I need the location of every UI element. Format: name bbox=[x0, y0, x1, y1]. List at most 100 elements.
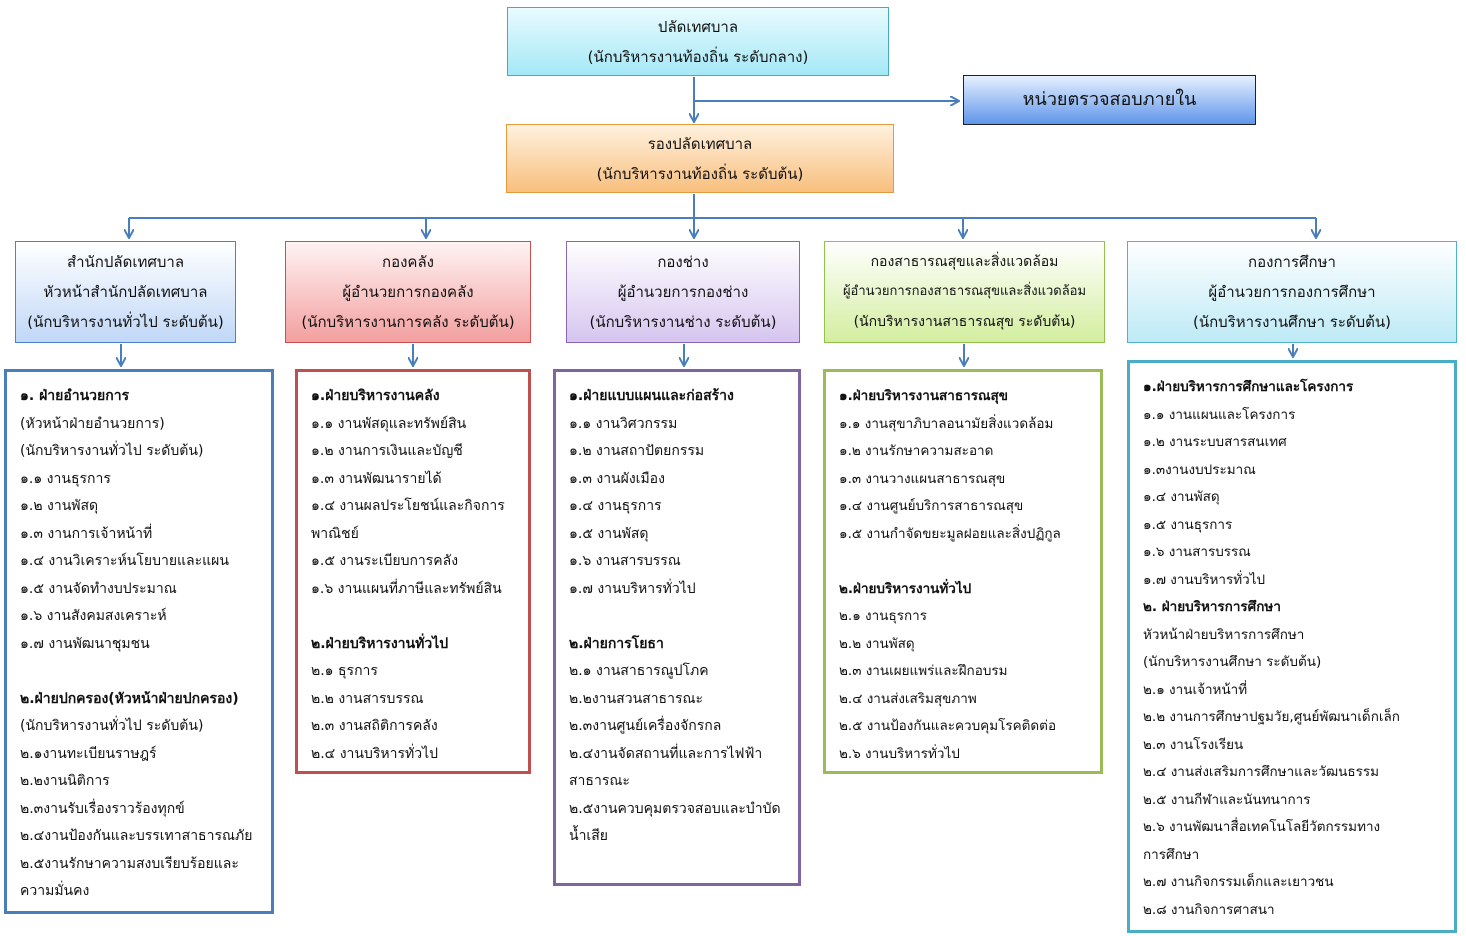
section-heading: ๑.ฝ่ายบริหารการศึกษาและโครงการ bbox=[1143, 379, 1354, 395]
duty-item: ๑.๓ งานผังเมือง bbox=[569, 470, 665, 487]
duty-item: ๑.๕ งานพัสดุ bbox=[569, 525, 649, 542]
deputy-clerk-level: (นักบริหารงานท้องถิ่น ระดับต้น) bbox=[596, 164, 804, 183]
duty-item bbox=[311, 603, 528, 631]
dept-finance: กองคลัง ผู้อำนวยการกองคลัง (นักบริหารงาน… bbox=[285, 241, 531, 343]
duty-item: ๒.๓งานรับเรื่องราวร้องทุกข์ bbox=[20, 800, 185, 817]
internal-audit-box: หน่วยตรวจสอบภายใน bbox=[963, 75, 1256, 125]
duty-item: ๑.๑ งานวิศวกรรม bbox=[569, 415, 678, 432]
duty-item: ๑.๓ งานการเจ้าหน้าที่ bbox=[20, 525, 153, 542]
duty-item: (หัวหน้าฝ่ายอำนวยการ) bbox=[20, 415, 165, 432]
duty-item: ๒.๒ งานการศึกษาปฐมวัย,ศูนย์พัฒนาเด็กเล็ก bbox=[1143, 709, 1400, 725]
duty-item: ๑.๖ งานสารบรรณ bbox=[1143, 544, 1251, 560]
duty-item: (นักบริหารงานศึกษา ระดับต้น) bbox=[1143, 654, 1322, 670]
duty-item: ๒.๑งานทะเบียนราษฎร์ bbox=[20, 745, 157, 762]
duty-item: ๑.๓งานงบประมาณ bbox=[1143, 461, 1256, 478]
municipal-clerk-level: (นักบริหารงานท้องถิ่น ระดับกลาง) bbox=[587, 47, 809, 66]
duty-item: ๑.๒ งานสถาปัตยกรรม bbox=[569, 443, 705, 459]
dept-head: ผู้อำนวยการกองการศึกษา bbox=[1208, 283, 1376, 301]
duty-item: ๒.๔ งานบริหารทั่วไป bbox=[311, 745, 439, 762]
duty-item: ๒.๑ งานเจ้าหน้าที่ bbox=[1143, 681, 1248, 698]
duty-item: ๒.๓งานศูนย์เครื่องจักรกล bbox=[569, 718, 722, 734]
duty-item: ความมั่นคง bbox=[20, 883, 90, 899]
dept-head: ผู้อำนวยการกองคลัง bbox=[342, 283, 474, 301]
duty-item: (นักบริหารงานทั่วไป ระดับต้น) bbox=[20, 718, 204, 734]
dept-public-health: กองสาธารณสุขและสิ่งแวดล้อม ผู้อำนวยการกอ… bbox=[824, 241, 1105, 343]
deputy-clerk-title: รองปลัดเทศบาล bbox=[647, 134, 753, 153]
duty-item: ๑.๗ งานบริหารทั่วไป bbox=[569, 580, 696, 597]
duty-item: ๑.๒ งานพัสดุ bbox=[20, 498, 99, 514]
internal-audit-label: หน่วยตรวจสอบภายใน bbox=[1022, 89, 1197, 110]
duty-item: ๑.๔ งานวิเคราะห์นโยบายและแผน bbox=[20, 553, 229, 569]
duties-list-education: ๑.ฝ่ายบริหารการศึกษาและโครงการ๑.๑ งานแผน… bbox=[1127, 360, 1457, 933]
duty-item: ๒.๒ งานพัสดุ bbox=[839, 635, 915, 652]
section-heading: ๒.ฝ่ายปกครอง(หัวหน้าฝ่ายปกครอง) bbox=[20, 690, 239, 707]
duty-item: ๑.๓ งานพัฒนารายได้ bbox=[311, 470, 442, 487]
duty-item: น้ำเสีย bbox=[569, 828, 608, 844]
dept-name: กองช่าง bbox=[657, 253, 709, 271]
duty-item: ๒.๕งานควบคุมตรวจสอบและบำบัด bbox=[569, 800, 781, 817]
duty-item: พาณิชย์ bbox=[311, 525, 359, 542]
dept-level: (นักบริหารงานสาธารณสุข ระดับต้น) bbox=[853, 314, 1076, 330]
duty-item: ๒.๑ งานธุรการ bbox=[839, 608, 927, 624]
dept-level: (นักบริหารงานทั่วไป ระดับต้น) bbox=[27, 313, 224, 331]
duty-item: ๑.๗ งานบริหารทั่วไป bbox=[1143, 571, 1266, 588]
dept-level: (นักบริหารงานช่าง ระดับต้น) bbox=[589, 313, 777, 331]
dept-name: กองสาธารณสุขและสิ่งแวดล้อม bbox=[870, 254, 1059, 270]
duties-list-finance: ๑.ฝ่ายบริหารงานคลัง๑.๑ งานพัสดุและทรัพย์… bbox=[295, 369, 531, 774]
duty-item: (นักบริหารงานทั่วไป ระดับต้น) bbox=[20, 443, 204, 459]
duty-item: ๒.๕ งานกีฬาและนันทนาการ bbox=[1143, 791, 1311, 808]
duty-item: ๒.๔ งานส่งเสริมสุขภาพ bbox=[839, 690, 977, 707]
duty-item: ๑.๕ งานระเบียบการคลัง bbox=[311, 553, 459, 569]
dept-engineering: กองช่าง ผู้อำนวยการกองช่าง (นักบริหารงาน… bbox=[566, 241, 800, 343]
duty-item: ๒.๖ งานบริหารทั่วไป bbox=[839, 745, 960, 762]
dept-name: สำนักปลัดเทศบาล bbox=[66, 253, 185, 271]
section-heading: ๑. ฝ่ายอำนวยการ bbox=[20, 388, 130, 404]
duty-item: ๑.๕ งานกำจัดขยะมูลฝอยและสิ่งปฏิกูล bbox=[839, 525, 1061, 542]
duty-item: ๑.๑ งานพัสดุและทรัพย์สิน bbox=[311, 415, 467, 432]
dept-head: ผู้อำนวยการกองช่าง bbox=[617, 283, 749, 301]
duty-item bbox=[20, 658, 271, 686]
duty-item: ๒.๘ งานกิจการศาสนา bbox=[1143, 901, 1275, 918]
duty-item: ๑.๔ งานผลประโยชน์และกิจการ bbox=[311, 498, 505, 514]
duty-item: ๑.๕ งานจัดทำงบประมาณ bbox=[20, 580, 177, 597]
duty-item: ๑.๖ งานสังคมสงเคราะห์ bbox=[20, 608, 167, 624]
duty-item: ๑.๖ งานสารบรรณ bbox=[569, 553, 681, 569]
dept-office-of-clerk: สำนักปลัดเทศบาล หัวหน้าสำนักปลัดเทศบาล (… bbox=[15, 241, 236, 343]
duty-item: ๑.๒ งานการเงินและบัญชี bbox=[311, 443, 463, 459]
duty-item: ๒.๑ ธุรการ bbox=[311, 663, 378, 679]
duties-list-office-of-clerk: ๑. ฝ่ายอำนวยการ (หัวหน้าฝ่ายอำนวยการ) (นัก… bbox=[4, 369, 274, 914]
duty-item: ๑.๕ งานธุรการ bbox=[1143, 516, 1233, 533]
duty-item: ๑.๑ งานธุรการ bbox=[20, 470, 111, 487]
municipal-clerk-title: ปลัดเทศบาล bbox=[657, 17, 739, 36]
section-heading: ๑.ฝ่ายบริหารงานคลัง bbox=[311, 388, 440, 404]
duty-item: ๑.๓ งานวางแผนสาธารณสุข bbox=[839, 470, 1006, 487]
deputy-clerk-box: รองปลัดเทศบาล (นักบริหารงานท้องถิ่น ระดั… bbox=[506, 124, 894, 193]
duty-item: ๑.๑ งานสุขาภิบาลอนามัยสิ่งแวดล้อม bbox=[839, 415, 1054, 432]
section-heading: ๑.ฝ่ายแบบแผนและก่อสร้าง bbox=[569, 388, 734, 404]
section-heading: ๒.ฝ่ายบริหารงานทั่วไป bbox=[839, 580, 972, 597]
section-heading: ๒. ฝ่ายบริหารการศึกษา bbox=[1143, 599, 1281, 615]
duty-item: ๒.๓ งานเผยแพร่และฝึกอบรม bbox=[839, 663, 1008, 679]
duty-item: ๒.๓ งานโรงเรียน bbox=[1143, 736, 1244, 753]
duty-item: ๒.๒งานสวนสาธารณะ bbox=[569, 690, 703, 707]
dept-head: หัวหน้าสำนักปลัดเทศบาล bbox=[43, 283, 208, 301]
municipal-clerk-box: ปลัดเทศบาล (นักบริหารงานท้องถิ่น ระดับกล… bbox=[507, 7, 889, 76]
duty-item bbox=[569, 603, 798, 631]
dept-level: (นักบริหารงานการคลัง ระดับต้น) bbox=[301, 313, 515, 331]
duty-item: หัวหน้าฝ่ายบริหารการศึกษา bbox=[1143, 626, 1305, 643]
dept-education: กองการศึกษา ผู้อำนวยการกองการศึกษา (นักบ… bbox=[1127, 241, 1457, 343]
duty-item: ๒.๔งานจัดสถานที่และการไฟฟ้า bbox=[569, 745, 763, 762]
dept-head: ผู้อำนวยการกองสาธารณสุขและสิ่งแวดล้อม bbox=[842, 284, 1087, 299]
duty-item: ๑.๔ งานธุรการ bbox=[569, 498, 662, 514]
duty-item bbox=[839, 548, 1100, 576]
duties-list-engineering: ๑.ฝ่ายแบบแผนและก่อสร้าง๑.๑ งานวิศวกรรม๑.… bbox=[553, 369, 801, 886]
duty-item: ๒.๕งานรักษาความสงบเรียบร้อยและ bbox=[20, 855, 239, 872]
section-heading: ๑.ฝ่ายบริหารงานสาธารณสุข bbox=[839, 388, 1008, 404]
duty-item: ๒.๖ งานพัฒนาสื่อเทคโนโลยีวัตกรรมทาง bbox=[1143, 819, 1381, 835]
duty-item: ๑.๒ งานรักษาความสะอาด bbox=[839, 443, 994, 459]
dept-level: (นักบริหารงานศึกษา ระดับต้น) bbox=[1192, 313, 1392, 331]
duty-item: ๒.๕ งานป้องกันและควบคุมโรคติดต่อ bbox=[839, 718, 1057, 734]
duty-item: ๒.๓ งานสถิติการคลัง bbox=[311, 718, 438, 734]
duty-item: ๑.๔ งานศูนย์บริการสาธารณสุข bbox=[839, 498, 1024, 514]
duty-item: ๑.๗ งานพัฒนาชุมชน bbox=[20, 635, 150, 652]
